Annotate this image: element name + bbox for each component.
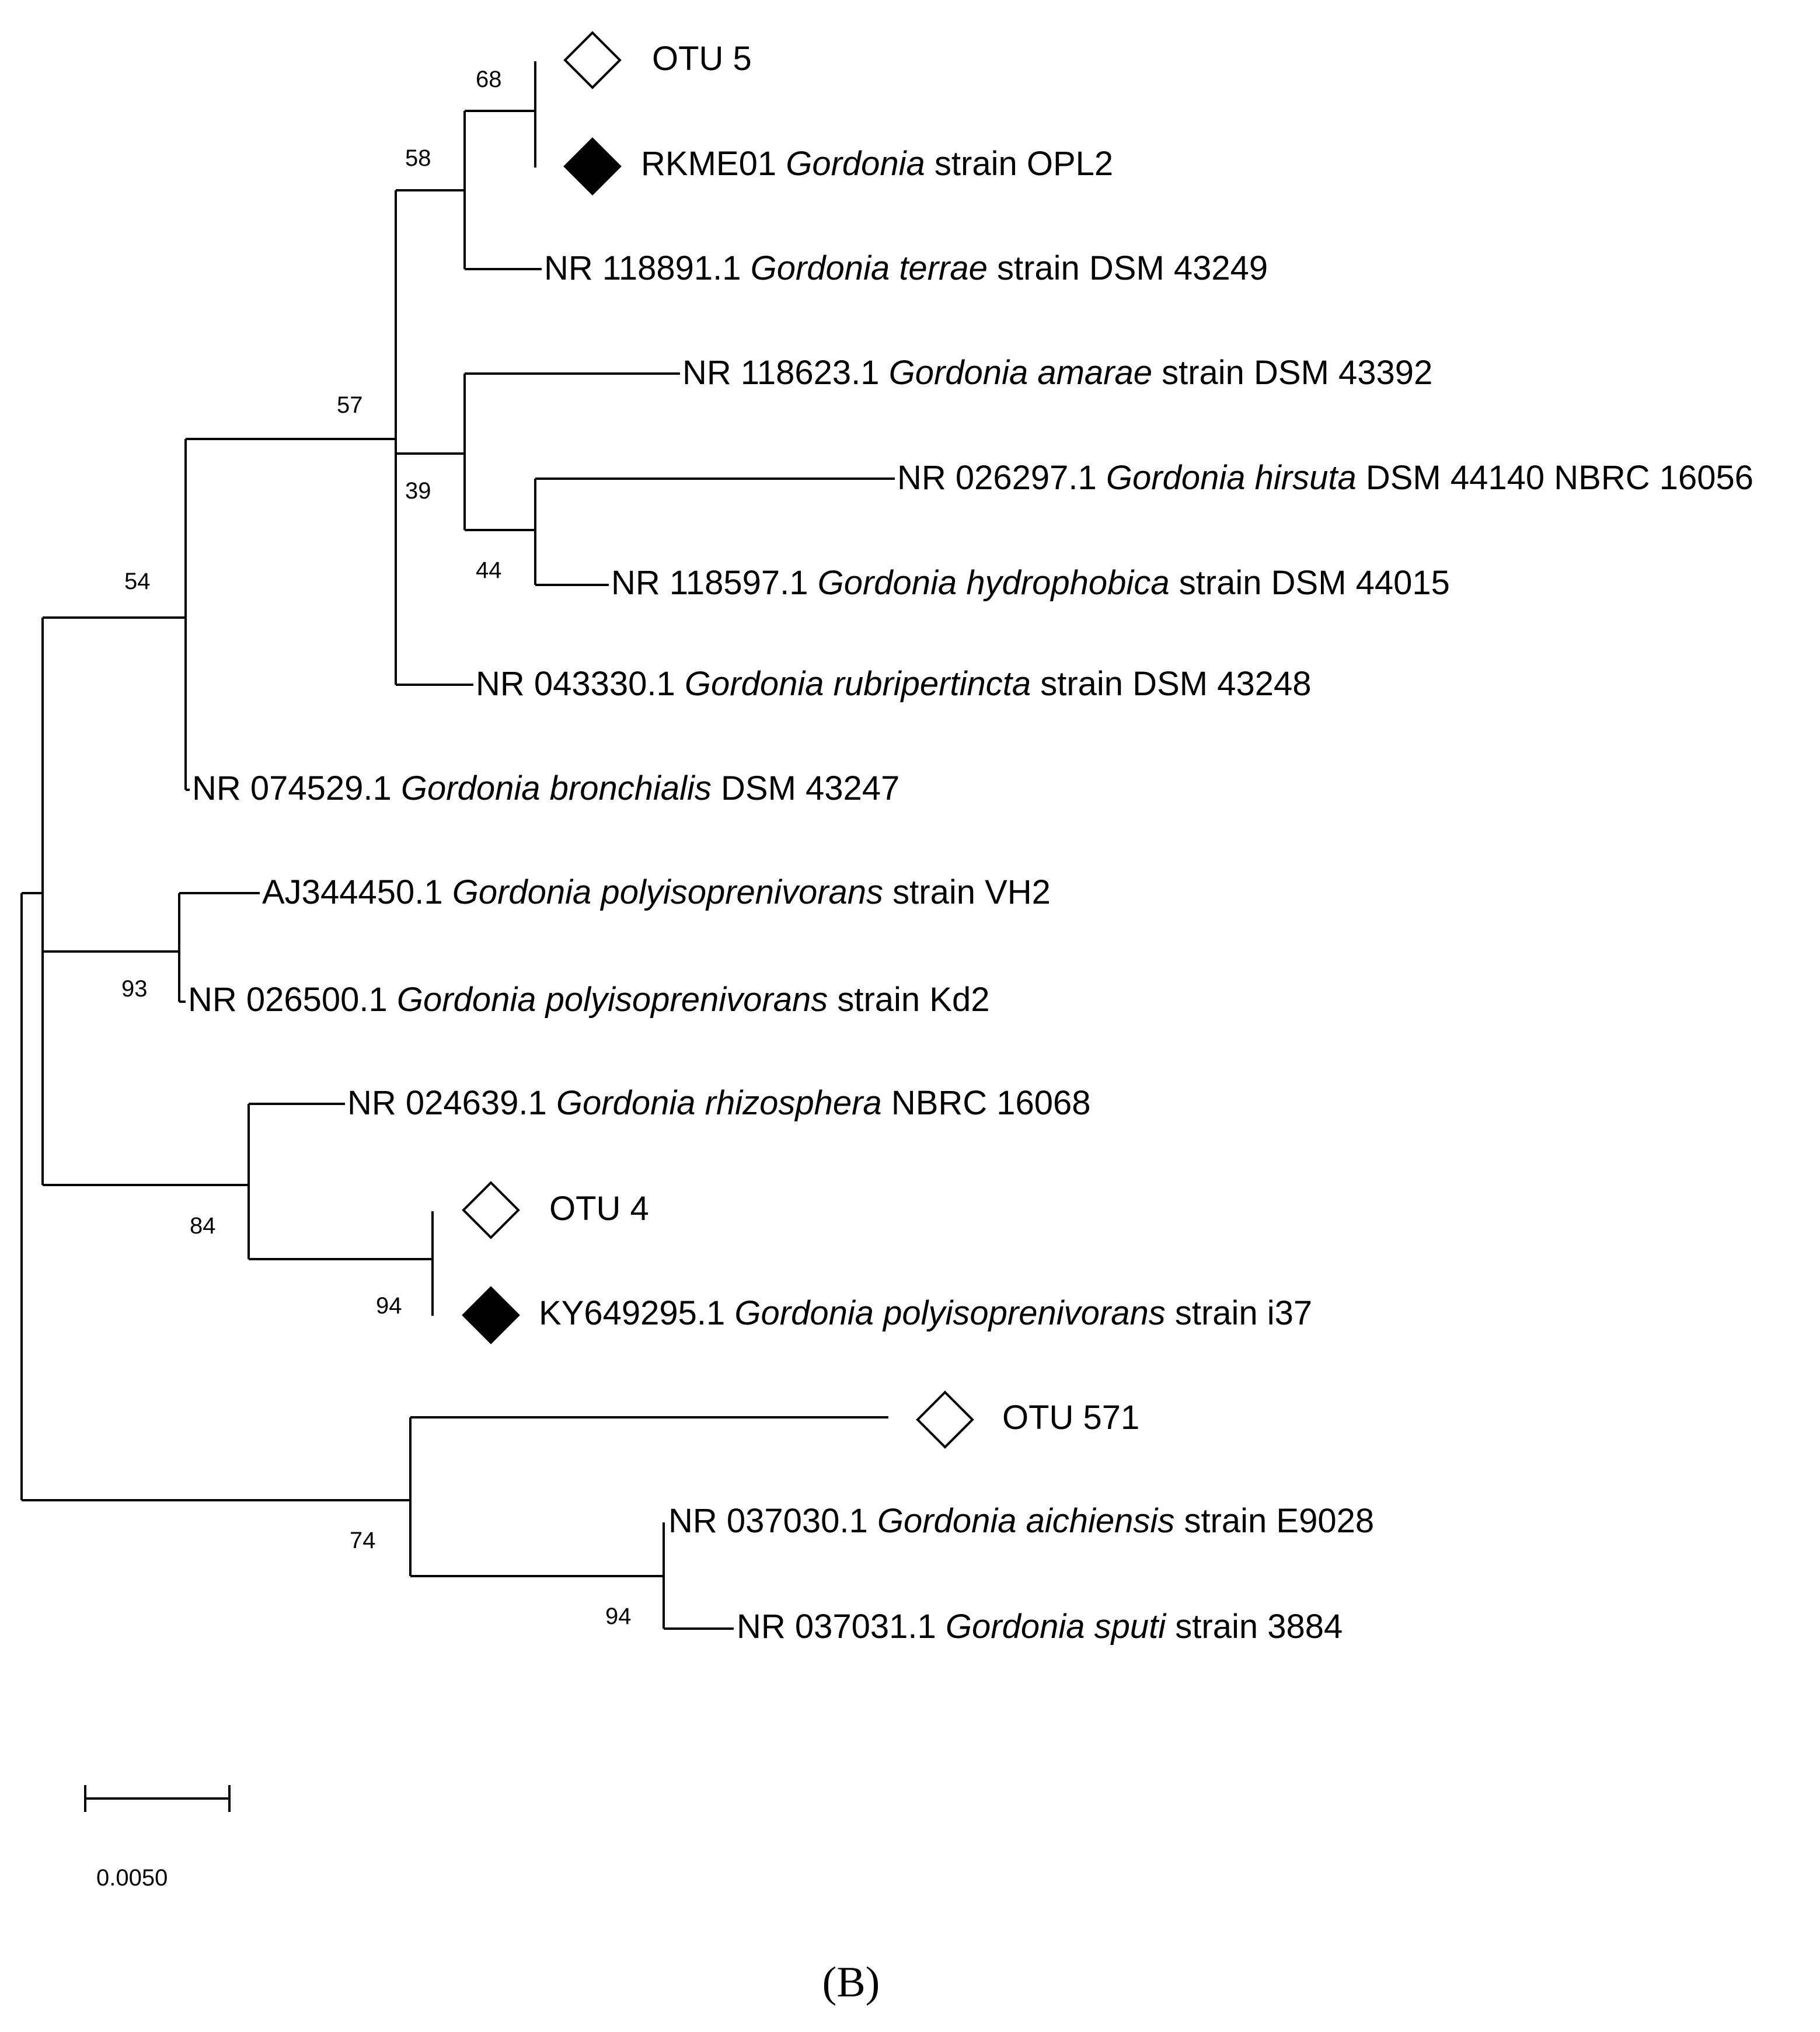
bootstrap-value-58: 58: [405, 145, 431, 171]
species-name-italic: Gordonia aichiensis: [877, 1502, 1174, 1540]
label-text: DSM 43247: [712, 769, 899, 807]
leaf-labels: OTU 5 RKME01 Gordonia strain OPL2 NR 118…: [188, 40, 1753, 1646]
bootstrap-value-57: 57: [337, 392, 363, 418]
species-name-italic: Gordonia: [786, 145, 925, 183]
leaf-label: NR 043330.1 Gordonia rubripertincta stra…: [476, 665, 1311, 703]
leaf-label: NR 037030.1 Gordonia aichiensis strain E…: [668, 1502, 1374, 1540]
tree-branches: [20, 61, 895, 1630]
label-text: NR 037030.1: [668, 1502, 877, 1540]
label-text: NR 118891.1: [544, 249, 751, 287]
filled-diamond-icon: [462, 1286, 520, 1344]
open-diamond-icon: [916, 1390, 974, 1449]
leaf-label: OTU 4: [549, 1190, 649, 1228]
species-name-italic: Gordonia bronchialis: [401, 769, 712, 807]
bootstrap-value-74: 74: [350, 1528, 376, 1553]
leaf-label: AJ344450.1 Gordonia polyisoprenivorans s…: [262, 873, 1051, 911]
label-text: NR 118623.1: [682, 354, 889, 392]
label-text: NR 037031.1: [737, 1608, 946, 1646]
bootstrap-value-93: 93: [121, 976, 148, 1002]
bootstrap-value-54: 54: [124, 569, 151, 594]
species-name-italic: Gordonia rubripertincta: [685, 665, 1031, 703]
filled-diamond-icon: [563, 137, 622, 196]
species-name-italic: Gordonia amarae: [889, 354, 1152, 392]
label-text: NR 026297.1: [897, 459, 1106, 497]
label-text: NR 043330.1: [476, 665, 685, 703]
leaf-label: NR 074529.1 Gordonia bronchialis DSM 432…: [192, 769, 899, 807]
label-text: strain 3884: [1166, 1608, 1343, 1646]
label-text: RKME01: [641, 145, 786, 183]
species-name-italic: Gordonia hydrophobica: [818, 564, 1170, 602]
label-text: strain VH2: [883, 873, 1051, 911]
label-text: NBRC 16068: [882, 1084, 1091, 1122]
label-text: strain DSM 43249: [988, 249, 1268, 287]
label-text: strain OPL2: [925, 145, 1113, 183]
leaf-label: NR 026500.1 Gordonia polyisoprenivorans …: [188, 981, 990, 1019]
label-text: OTU 4: [549, 1190, 649, 1228]
label-text: KY649295.1: [539, 1294, 734, 1332]
label-text: strain DSM 44015: [1170, 564, 1450, 602]
label-text: OTU 5: [652, 40, 752, 78]
label-text: strain DSM 43392: [1152, 354, 1432, 392]
species-name-italic: Gordonia terrae: [751, 249, 988, 287]
species-name-italic: Gordonia polyisoprenivorans: [734, 1294, 1165, 1332]
label-text: NR 074529.1: [192, 769, 401, 807]
label-text: strain E9028: [1174, 1502, 1374, 1540]
bootstrap-value-84: 84: [190, 1213, 216, 1239]
label-text: strain Kd2: [828, 981, 989, 1019]
label-text: NR 118597.1: [611, 564, 818, 602]
label-text: OTU 571: [1002, 1399, 1139, 1437]
leaf-label: NR 118597.1 Gordonia hydrophobica strain…: [611, 564, 1450, 602]
panel-label: (B): [822, 1958, 880, 2006]
species-name-italic: Gordonia polyisoprenivorans: [397, 981, 828, 1019]
leaf-label: RKME01 Gordonia strain OPL2: [641, 145, 1113, 183]
label-text: strain DSM 43248: [1031, 665, 1311, 703]
scale-bar-label: 0.0050: [96, 1865, 168, 1891]
species-name-italic: Gordonia rhizosphera: [556, 1084, 882, 1122]
leaf-label: NR 037031.1 Gordonia sputi strain 3884: [737, 1608, 1343, 1646]
open-diamond-icon: [462, 1181, 520, 1239]
label-text: NR 024639.1: [347, 1084, 556, 1122]
open-diamond-icon: [563, 31, 622, 89]
species-name-italic: Gordonia sputi: [946, 1608, 1167, 1646]
bootstrap-values: 68 58 57 39 44 54 93 84 94 74 94: [121, 67, 632, 1629]
bootstrap-value-44: 44: [476, 557, 502, 583]
leaf-label: OTU 571: [1002, 1399, 1139, 1437]
species-name-italic: Gordonia polyisoprenivorans: [452, 873, 883, 911]
bootstrap-value-94: 94: [376, 1293, 402, 1319]
scale-bar: 0.0050: [84, 1785, 231, 1891]
label-text: strain i37: [1166, 1294, 1312, 1332]
species-name-italic: Gordonia hirsuta: [1106, 459, 1357, 497]
leaf-label: NR 118623.1 Gordonia amarae strain DSM 4…: [682, 354, 1432, 392]
scale-bar-line: [84, 1785, 231, 1812]
leaf-label: KY649295.1 Gordonia polyisoprenivorans s…: [539, 1294, 1312, 1332]
label-text: NR 026500.1: [188, 981, 397, 1019]
leaf-label: NR 026297.1 Gordonia hirsuta DSM 44140 N…: [897, 459, 1753, 497]
leaf-label: NR 118891.1 Gordonia terrae strain DSM 4…: [544, 249, 1268, 287]
bootstrap-value-68: 68: [476, 67, 502, 92]
label-text: AJ344450.1: [262, 873, 452, 911]
label-text: DSM 44140 NBRC 16056: [1357, 459, 1753, 497]
bootstrap-value-94: 94: [605, 1604, 632, 1629]
leaf-markers: [462, 31, 974, 1449]
leaf-label: NR 024639.1 Gordonia rhizosphera NBRC 16…: [347, 1084, 1091, 1122]
bootstrap-value-39: 39: [405, 478, 431, 504]
leaf-label: OTU 5: [652, 40, 752, 78]
